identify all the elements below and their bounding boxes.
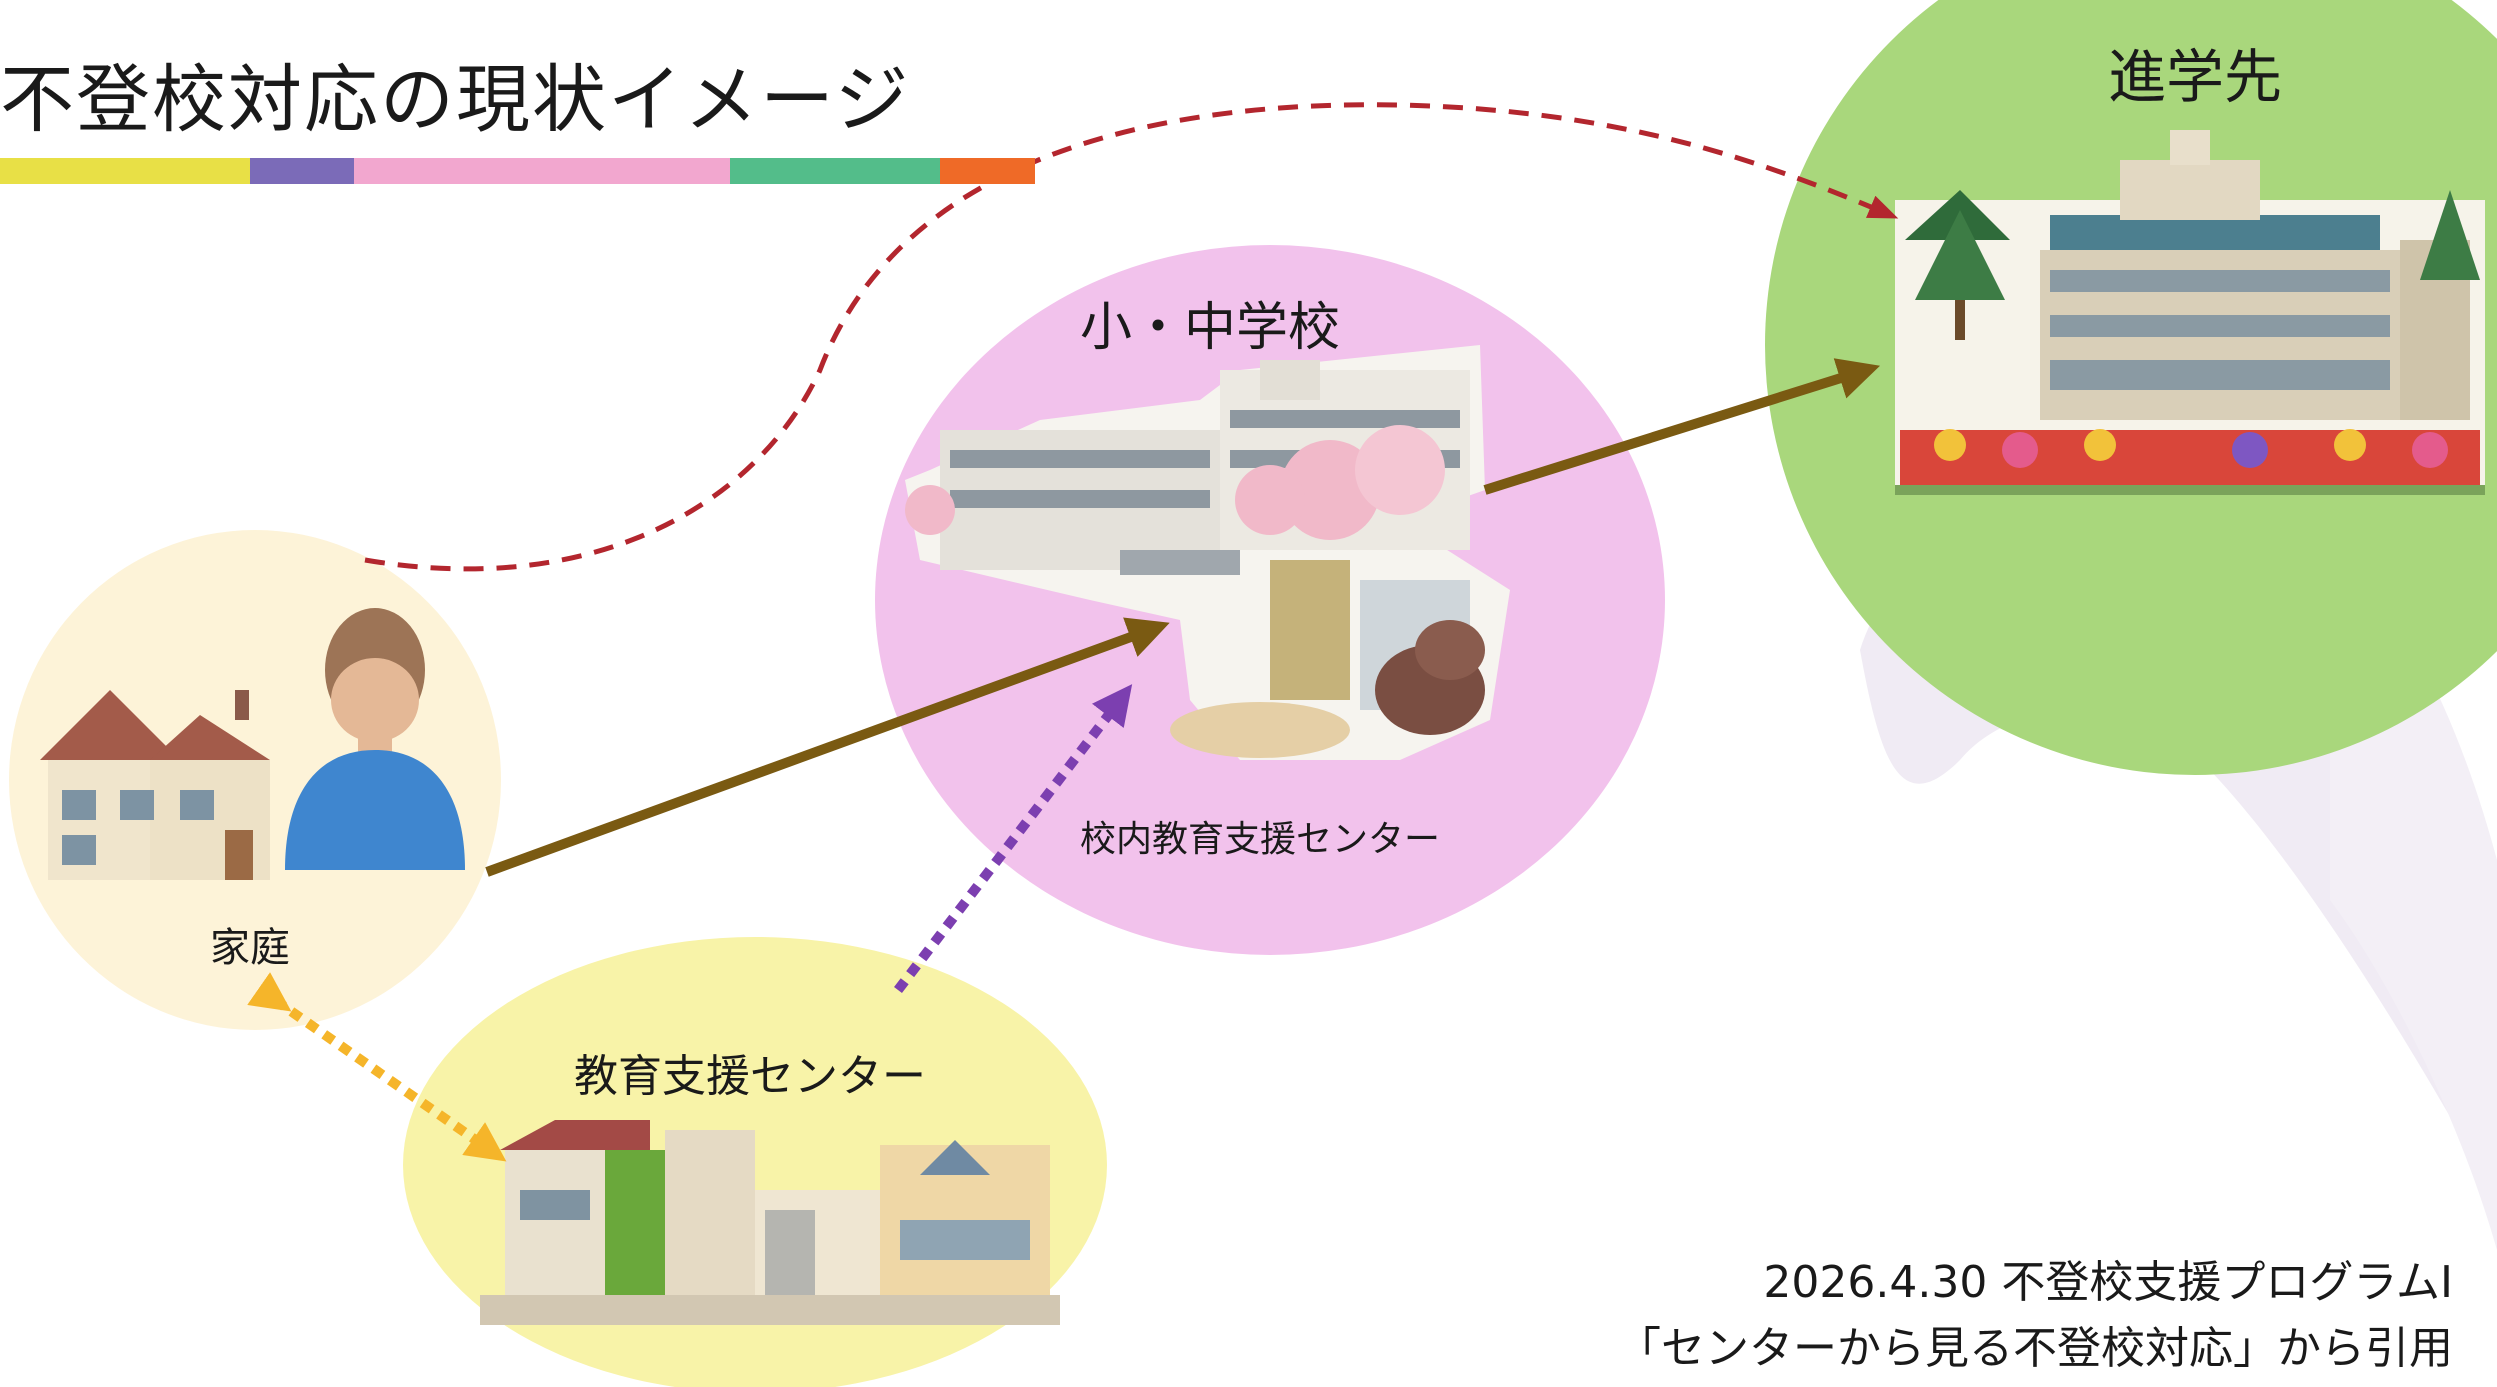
arrow-home-to-school xyxy=(485,617,1170,877)
child-illustration xyxy=(285,608,465,870)
page-title: 不登校対応の現状イメージ xyxy=(0,57,911,143)
dotted-arrow-center-to-school xyxy=(894,684,1133,994)
caption-line-2: 「センターから見る不登校対応」から引用 xyxy=(1617,1323,2453,1374)
arrow-school-to-destination xyxy=(1483,358,1881,495)
school-label: 小・中学校 xyxy=(1079,298,1340,358)
home-illustration xyxy=(40,690,270,880)
center-label: 教育支援センター xyxy=(574,1051,926,1102)
school-sublabel: 校内教育支援センター xyxy=(1079,819,1440,860)
high-school-building-illustration xyxy=(1895,130,2485,495)
school-building-illustration xyxy=(905,345,1510,760)
color-bar-green xyxy=(730,158,940,184)
source-caption: 2026.4.30 不登校支援プログラムⅠ 「センターから見る不登校対応」から引… xyxy=(1617,1250,2453,1382)
home-label: 家庭 xyxy=(210,925,290,971)
education-center-illustration xyxy=(480,1120,1060,1325)
dashed-arrow-home-to-destination xyxy=(364,102,1899,572)
color-bar-orange xyxy=(940,158,1035,184)
color-bar-purple xyxy=(250,158,354,184)
dotted-arrow-home-center xyxy=(247,972,507,1162)
destination-label: 進学先 xyxy=(2107,43,2282,111)
title-color-bar xyxy=(0,158,1035,184)
color-bar-pink xyxy=(354,158,730,184)
caption-line-1: 2026.4.30 不登校支援プログラムⅠ xyxy=(1763,1257,2453,1308)
color-bar-yellow xyxy=(0,158,250,184)
